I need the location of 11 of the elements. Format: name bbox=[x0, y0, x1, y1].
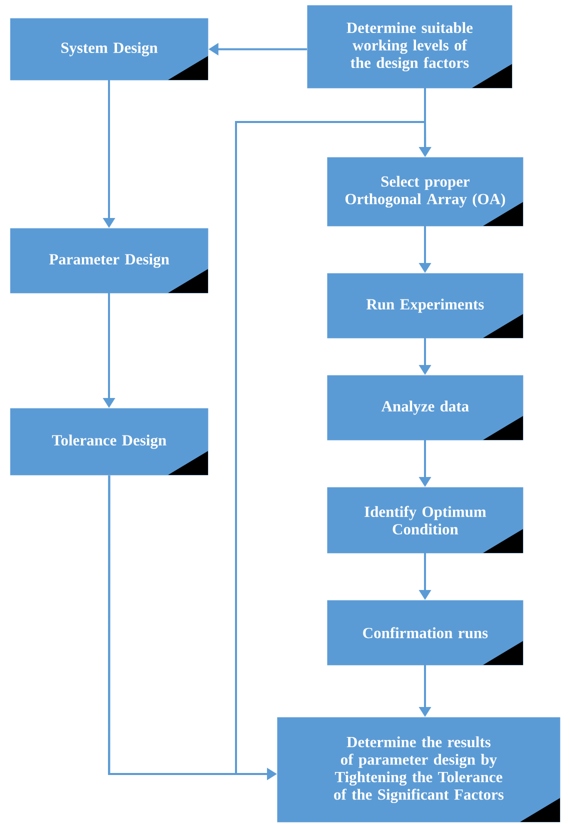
process-box: Determine the results of parameter design by Tightening the Tolerance of the Significant Factors bbox=[277, 717, 560, 822]
arrow bbox=[108, 121, 432, 775]
process-box: Tolerance Design bbox=[10, 408, 208, 476]
process-box: System Design bbox=[10, 18, 208, 80]
process-box: Determine suitable working levels of the design factors bbox=[307, 5, 512, 88]
process-box: Analyze data bbox=[327, 375, 524, 440]
process-box: Confirmation runs bbox=[327, 600, 524, 666]
process-box: Identify Optimum Condition bbox=[327, 487, 524, 554]
process-box: Parameter Design bbox=[10, 228, 208, 294]
process-box: Select proper Orthogonal Array (OA) bbox=[327, 157, 524, 226]
process-box: Run Experiments bbox=[327, 273, 524, 338]
